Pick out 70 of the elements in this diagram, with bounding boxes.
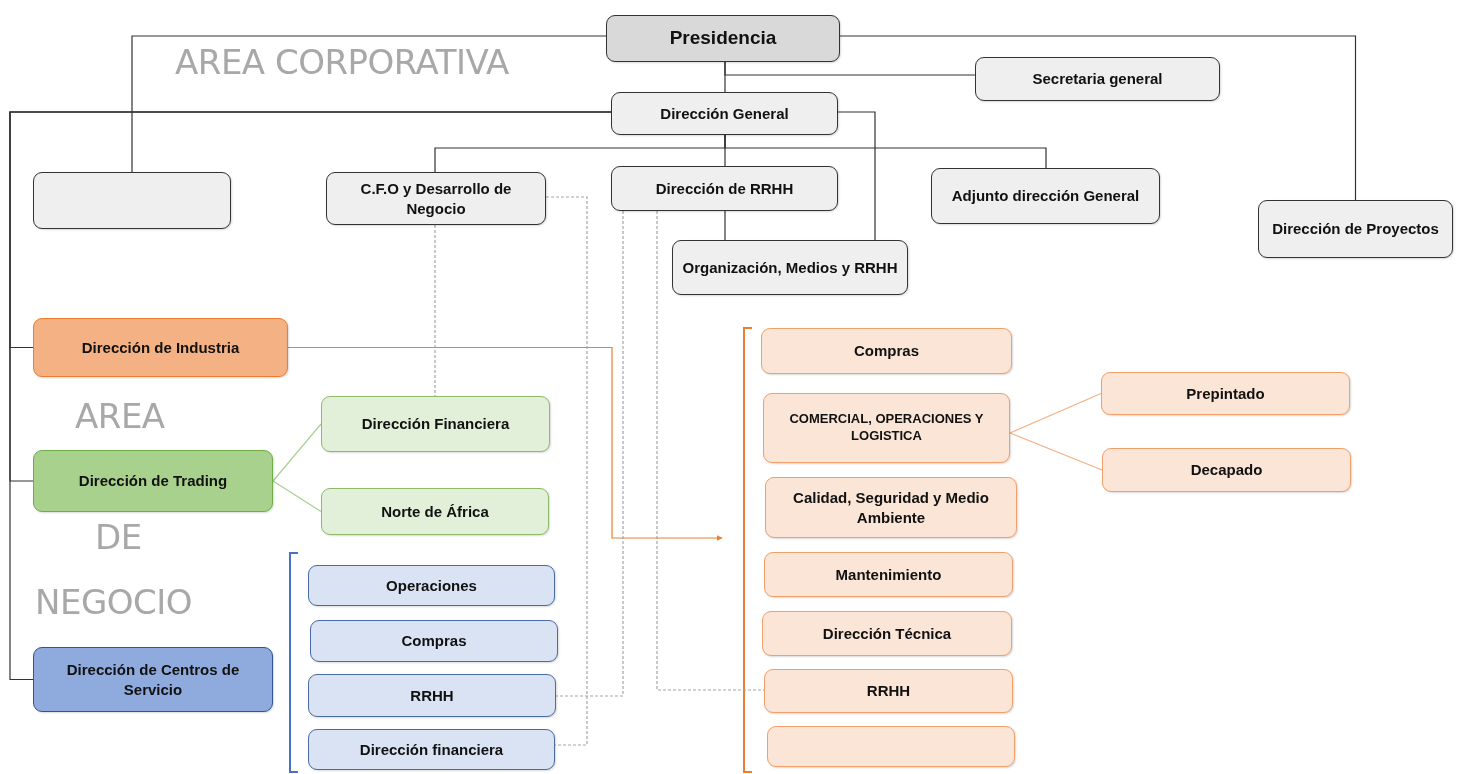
- connector-line: [555, 210, 624, 697]
- org-box: [931, 168, 1160, 224]
- node-label: Dirección Técnica: [821, 623, 953, 644]
- node-label: Compras: [853, 341, 920, 361]
- node-label: COMERCIAL, OPERACIONES Y LOGISTICA: [788, 411, 985, 445]
- org-box: [764, 552, 1013, 597]
- org-box: [310, 620, 558, 662]
- connector-line: [724, 134, 1047, 169]
- node-label: Dirección Financiera: [360, 414, 511, 434]
- arrow: [287, 346, 723, 541]
- node-label: Mantenimiento: [834, 564, 943, 585]
- org-box: [606, 15, 840, 62]
- connector-line: [131, 35, 607, 173]
- connector-line: [1009, 432, 1103, 471]
- node-label: Calidad, Seguridad y Medio Ambiente: [792, 488, 990, 527]
- org-box: [308, 674, 556, 717]
- org-box: [761, 328, 1012, 374]
- org-box: [1102, 448, 1351, 492]
- connector-line: [724, 61, 976, 76]
- connector-line: [837, 111, 876, 241]
- area-label: AREA: [75, 396, 165, 436]
- node-label: Secretaria general: [1031, 69, 1164, 89]
- node-label: Dirección de Centros de Servicio: [65, 660, 241, 699]
- org-box: [33, 318, 288, 377]
- node-label: Prepintado: [1185, 383, 1266, 404]
- node-label: Dirección de RRHH: [654, 178, 795, 199]
- node-label: Decapado: [1189, 460, 1264, 480]
- node-label: Operaciones: [385, 575, 478, 596]
- area-label: AREA CORPORATIVA: [175, 42, 509, 82]
- org-box: [767, 726, 1015, 767]
- node-label: Dirección de Industria: [80, 337, 241, 358]
- connector-line: [839, 35, 1357, 201]
- org-box: [321, 488, 549, 535]
- org-box: [33, 172, 231, 229]
- node-label: Dirección General: [659, 103, 790, 124]
- node-label: Presidencia: [668, 26, 778, 51]
- org-box: [611, 92, 838, 135]
- org-box: [1258, 200, 1453, 258]
- connector-line: [272, 423, 322, 482]
- org-box: [326, 172, 546, 225]
- org-box: [33, 647, 273, 712]
- org-box: [321, 396, 550, 452]
- node-label: Dirección financiera: [358, 739, 505, 760]
- connector-line: [545, 196, 588, 746]
- node-label: C.F.O y Desarrollo de Negocio: [359, 179, 513, 218]
- org-box: [764, 669, 1013, 713]
- node-label: Organización, Medios y RRHH: [681, 257, 899, 278]
- org-box: [975, 57, 1220, 101]
- node-label: Dirección de Trading: [77, 471, 229, 491]
- node-label: RRHH: [865, 681, 912, 701]
- org-box: [611, 166, 838, 211]
- node-label: Dirección de Proyectos: [1271, 219, 1440, 239]
- org-box: [672, 240, 908, 295]
- org-box: [308, 729, 555, 770]
- org-box: [763, 393, 1010, 463]
- node-label: Adjunto dirección General: [950, 186, 1141, 206]
- connector-line: [9, 111, 612, 681]
- area-label: DE: [95, 517, 142, 557]
- node-label: Norte de África: [380, 501, 490, 522]
- node-label: RRHH: [409, 685, 455, 706]
- org-box: [762, 611, 1012, 656]
- connector-line: [272, 480, 322, 513]
- connector-line: [1009, 392, 1102, 434]
- org-box: [308, 565, 555, 606]
- node-label: Compras: [400, 631, 468, 651]
- connector-line: [724, 210, 726, 241]
- org-box: [765, 477, 1017, 538]
- area-label: NEGOCIO: [35, 582, 193, 622]
- org-box: [33, 450, 273, 512]
- org-box: [1101, 372, 1350, 415]
